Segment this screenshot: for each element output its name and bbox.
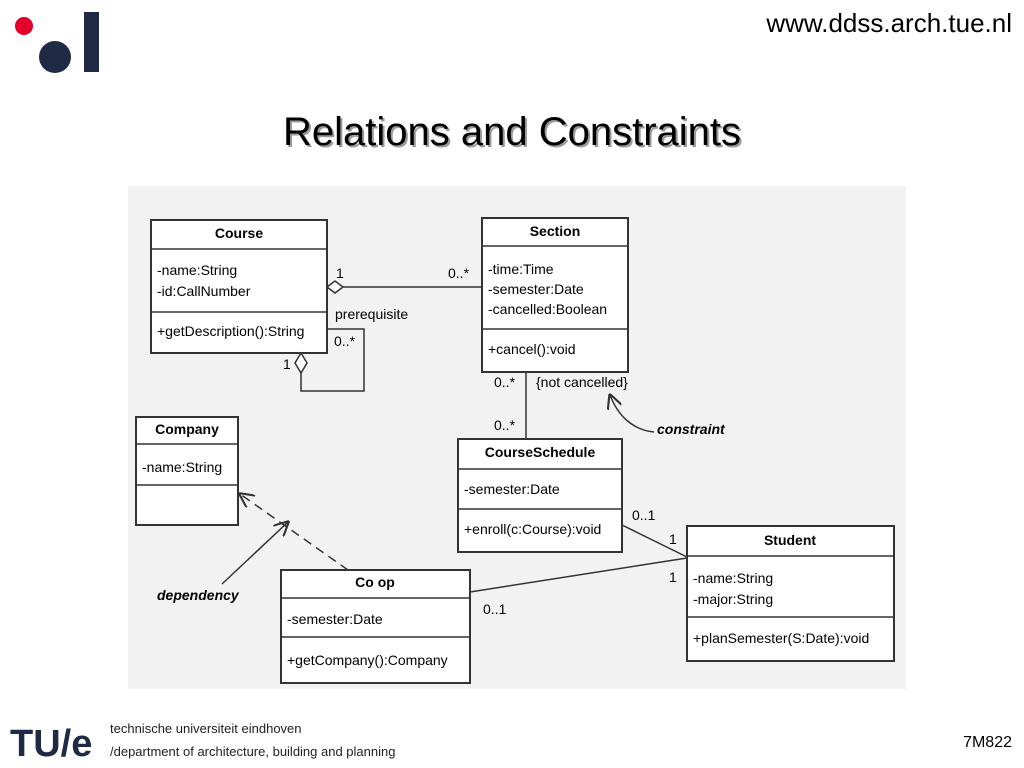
class-company: Company -name:String — [135, 416, 239, 526]
class-name: Company — [155, 421, 219, 437]
class-name: Section — [530, 223, 581, 239]
class-operation: +enroll(c:Course):void — [464, 521, 601, 537]
class-attribute: -semester:Date — [464, 481, 560, 497]
dependency-note-arrow — [221, 522, 288, 585]
class-attribute: -semester:Date — [287, 611, 383, 627]
class-operation: +getCompany():Company — [287, 652, 448, 668]
multiplicity-label: 0..* — [494, 417, 516, 433]
multiplicity-label: 1 — [283, 356, 291, 372]
class-name: CourseSchedule — [485, 444, 596, 460]
university-name: technische universiteit eindhoven — [110, 721, 302, 736]
constraint-arrow — [610, 395, 655, 433]
class-attribute: -name:String — [142, 459, 222, 475]
class-name: Co op — [355, 574, 395, 590]
association-prerequisite — [294, 328, 365, 392]
association-coop-student — [469, 557, 688, 593]
class-attribute: -cancelled:Boolean — [488, 301, 607, 317]
svg-text:TU/e: TU/e — [10, 723, 92, 764]
aggregation-diamond-icon — [325, 280, 345, 294]
multiplicity-label: 0..* — [334, 333, 356, 349]
aggregation-diamond-icon — [294, 351, 308, 375]
site-url[interactable]: www.ddss.arch.tue.nl — [766, 8, 1012, 38]
class-attribute: -major:String — [693, 591, 773, 607]
slide-code: 7M822 — [963, 734, 1012, 751]
class-course-schedule: CourseSchedule -semester:Date +enroll(c:… — [457, 438, 623, 553]
multiplicity-label: 0..* — [448, 265, 470, 281]
uml-diagram: Course -name:String -id:CallNumber +getD… — [128, 186, 906, 689]
role-label: prerequisite — [335, 306, 408, 322]
class-section: Section -time:Time -semester:Date -cance… — [481, 217, 629, 373]
class-operation: +getDescription():String — [157, 323, 304, 339]
navy-bar-icon — [84, 12, 99, 72]
class-attribute: -id:CallNumber — [157, 283, 251, 299]
class-attribute: -name:String — [157, 262, 237, 278]
multiplicity-label: 0..1 — [483, 601, 507, 617]
tue-dots-logo — [15, 12, 99, 73]
multiplicity-label: 0..1 — [632, 507, 656, 523]
association-course-section — [325, 280, 482, 294]
constraint-note: constraint — [657, 421, 726, 437]
class-student: Student -name:String -major:String +plan… — [686, 525, 895, 662]
multiplicity-label: 1 — [669, 531, 677, 547]
department-name: /department of architecture, building an… — [110, 744, 396, 759]
class-name: Student — [764, 532, 816, 548]
tue-wordmark-logo: TU/e — [10, 723, 92, 764]
class-attribute: -semester:Date — [488, 281, 584, 297]
multiplicity-label: 1 — [336, 265, 344, 281]
class-operation: +planSemester(S:Date):void — [693, 630, 869, 646]
dependency-arrow — [240, 494, 349, 571]
slide-title: Relations and Constraints — [282, 110, 742, 154]
class-name: Course — [215, 225, 263, 241]
class-course: Course -name:String -id:CallNumber +getD… — [150, 219, 328, 354]
navy-dot-icon — [39, 41, 71, 73]
association-schedule-student — [621, 524, 688, 558]
constraint-text: {not cancelled} — [536, 374, 628, 390]
class-attribute: -time:Time — [488, 261, 554, 277]
class-attribute: -name:String — [693, 570, 773, 586]
multiplicity-label: 0..* — [494, 374, 516, 390]
class-coop: Co op -semester:Date +getCompany():Compa… — [280, 569, 471, 684]
class-operation: +cancel():void — [488, 341, 576, 357]
multiplicity-label: 1 — [669, 569, 677, 585]
dependency-note: dependency — [157, 587, 240, 603]
red-dot-icon — [15, 17, 33, 35]
